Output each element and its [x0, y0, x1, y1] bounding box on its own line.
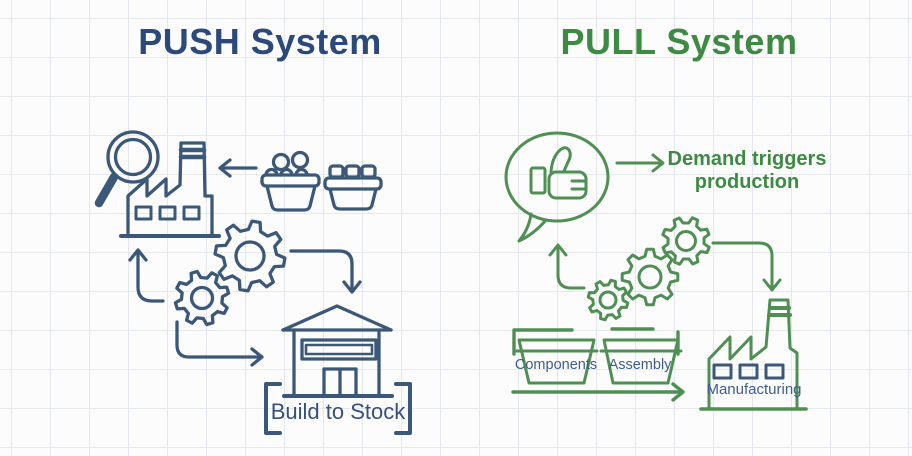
components-bin-icon — [514, 338, 599, 385]
bin-of-blocks-icon — [323, 164, 383, 211]
gear-small-icon — [173, 269, 231, 327]
warehouse-icon — [281, 304, 394, 398]
bin-of-goods-icon — [260, 150, 321, 212]
components-bin-label: Components — [514, 357, 598, 373]
factory-icon — [699, 298, 808, 411]
assembly-bin-label: Assembly — [608, 357, 672, 373]
pull-diagram-strokes — [504, 131, 808, 411]
magnifier-icon — [94, 130, 160, 208]
up-arrow-icon — [128, 248, 165, 303]
bracket-icons — [264, 382, 412, 435]
gear-icons — [586, 216, 711, 322]
demand-caption: Demand triggers production — [668, 148, 827, 194]
build-to-stock-label: Build to Stock — [270, 399, 406, 424]
pull-title: PULL System — [560, 21, 798, 62]
gear-large-icon — [213, 219, 287, 293]
conveyor-arrow-icon — [511, 382, 685, 402]
factory-icon — [119, 141, 221, 238]
arrow-from-gear-icon — [175, 320, 264, 367]
manufacturing-label: Manufacturing — [706, 381, 802, 398]
arrow-to-factory-icon — [711, 241, 782, 292]
left-arrow-icon — [218, 158, 258, 178]
up-arrow-icon — [548, 243, 586, 290]
arrow-to-warehouse-icon — [289, 249, 362, 294]
push-diagram-strokes — [94, 130, 412, 435]
demand-arrow-icon — [615, 153, 665, 173]
bin-bracket-icons — [512, 327, 680, 356]
factory-windows — [712, 363, 785, 380]
assembly-bin-icon — [599, 338, 683, 385]
demand-caption-line1: Demand triggers — [667, 148, 827, 170]
thumbs-up-speech-bubble-icon — [504, 131, 610, 243]
push-title: PUSH System — [138, 21, 382, 62]
demand-caption-line2: production — [694, 171, 800, 193]
